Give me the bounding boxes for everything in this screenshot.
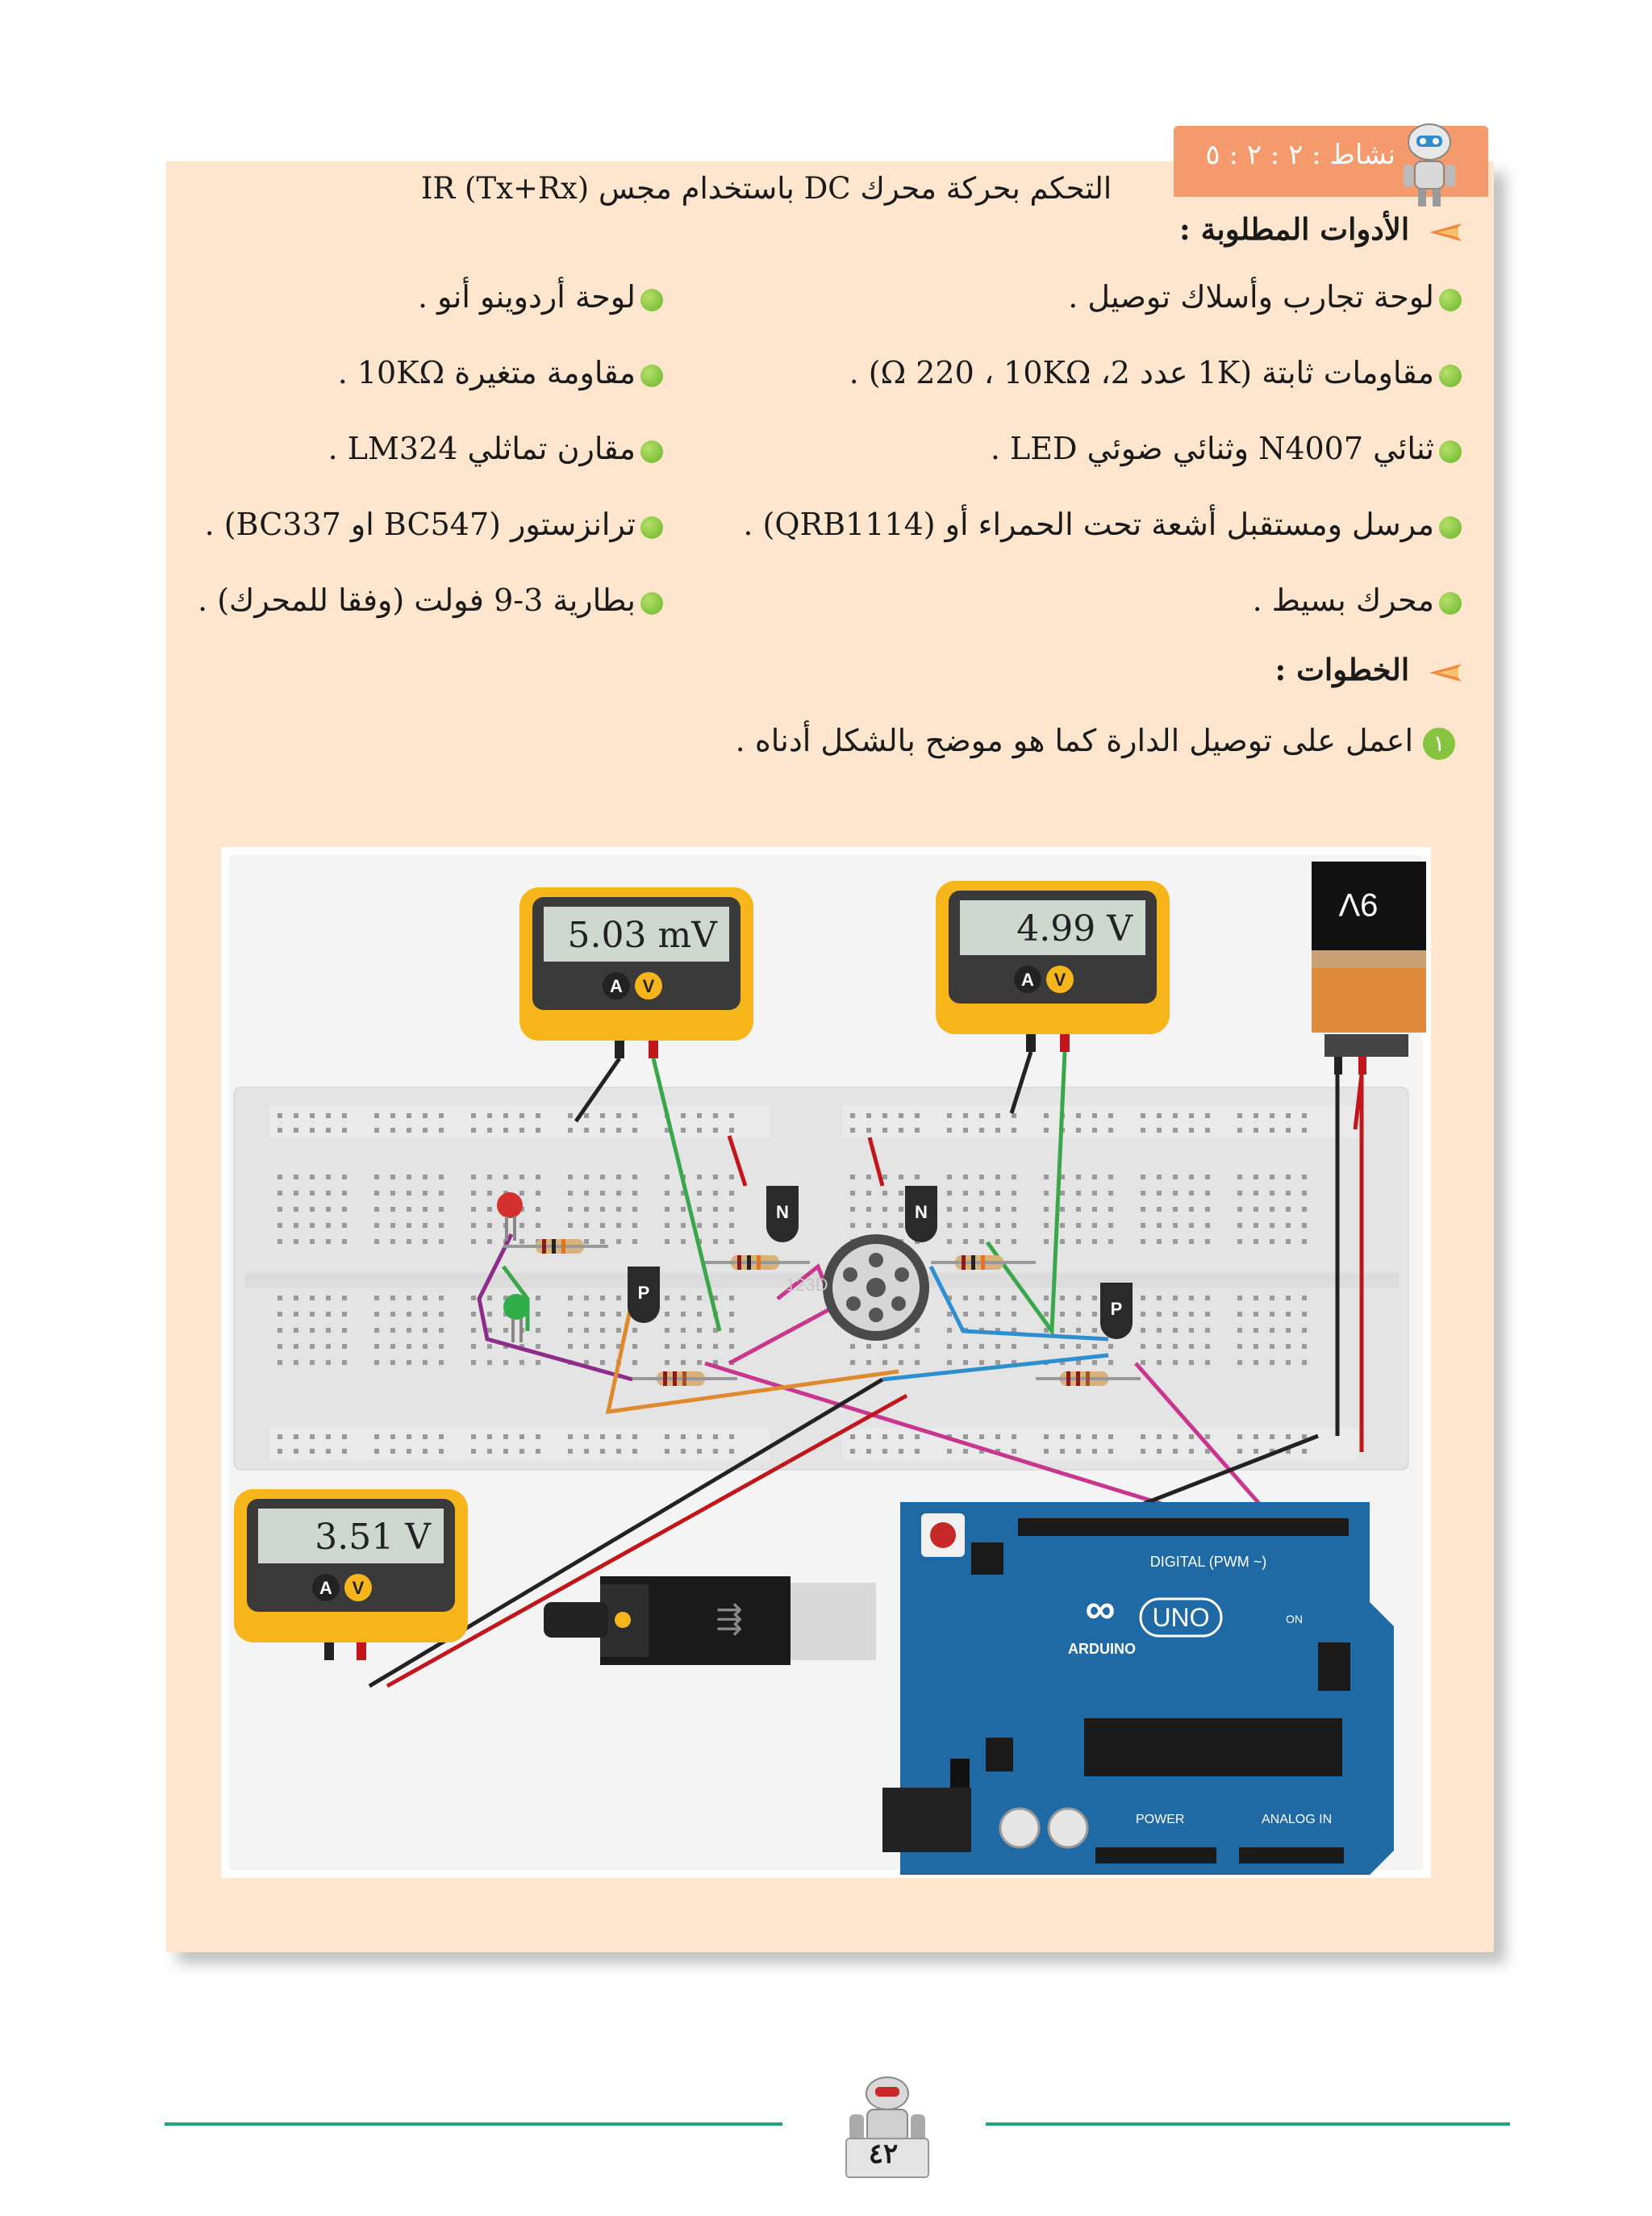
step-number: ١ (1423, 727, 1455, 760)
svg-text:ON: ON (1286, 1613, 1303, 1625)
bullet-icon (640, 288, 663, 311)
svg-text:P: P (1111, 1299, 1123, 1319)
robot-icon (845, 2076, 929, 2178)
multimeter-bottom-left: 3.51 V A V (234, 1489, 468, 1660)
arrow-icon (1429, 223, 1462, 241)
tool-item: مقارن تماثلي LM324 . (328, 431, 663, 476)
bullet-icon (640, 440, 663, 463)
dc-motor: 123D (786, 1234, 929, 1341)
tool-item: مقاومة متغيرة 10KΩ . (338, 355, 663, 400)
tools-heading-text: الأدوات المطلوبة : (1179, 211, 1410, 247)
bullet-icon (1439, 440, 1462, 463)
tool-item: مرسل ومستقبل أشعة تحت الحمراء أو (QRB111… (743, 507, 1462, 552)
svg-text:V: V (1054, 970, 1066, 990)
digital-pins-label: DIGITAL (PWM ~) (1150, 1554, 1267, 1570)
transistor-p: P (628, 1267, 660, 1323)
battery-9v: 9V (1312, 862, 1426, 1075)
motor-label: 123D (786, 1275, 828, 1295)
steps-heading-text: الخطوات : (1274, 652, 1410, 687)
svg-text:P: P (638, 1283, 650, 1303)
transistor-n: N (905, 1186, 937, 1242)
page-number: ٤٢ (868, 2138, 899, 2170)
svg-text:A: A (610, 976, 623, 996)
bullet-icon (1439, 364, 1462, 387)
tool-item: لوحة أردوينو أنو . (418, 279, 663, 324)
analog-label: ANALOG IN (1262, 1813, 1332, 1826)
tool-item: ترانزستور (BC547 او BC337) . (205, 507, 663, 552)
bullet-icon (1439, 591, 1462, 615)
battery-label: 9V (1338, 887, 1378, 922)
svg-text:N: N (776, 1202, 789, 1222)
circuit-diagram: 5.03 mV A V 4.99 V A V 9V (221, 847, 1431, 1878)
arrow-icon (1429, 663, 1462, 682)
robot-icon (1404, 123, 1455, 207)
circuit-figure: 5.03 mV A V 4.99 V A V 9V (221, 847, 1431, 1878)
tool-item: لوحة تجارب وأسلاك توصيل . (1068, 279, 1462, 324)
tools-heading: الأدوات المطلوبة : (1179, 211, 1462, 257)
step-item: ١ اعمل على توصيل الدارة كما هو موضح بالشك… (736, 723, 1455, 768)
tool-item: ثنائي N4007 وثنائي ضوئي LED . (991, 431, 1462, 476)
transistor-n: N (766, 1186, 799, 1242)
svg-text:V: V (643, 976, 655, 996)
bullet-icon (640, 515, 663, 539)
footer-line-left (165, 2122, 782, 2126)
bullet-icon (1439, 515, 1462, 539)
activity-badge-label: نشاط : ٢ : ٢ : ٥ (1205, 139, 1395, 171)
svg-text:⇶: ⇶ (715, 1600, 743, 1638)
svg-text:N: N (915, 1202, 928, 1222)
activity-title: التحكم بحركة محرك DC باستخدام مجس IR (Tx… (420, 171, 1112, 206)
multimeter-top-right: 4.99 V A V (936, 881, 1170, 1052)
led-green (503, 1294, 529, 1320)
svg-text:A: A (1021, 970, 1034, 990)
bullet-icon (640, 364, 663, 387)
multimeter-top-left: 5.03 mV A V (519, 887, 753, 1058)
steps-heading: الخطوات : (1275, 652, 1462, 697)
meter-reading: 3.51 V (315, 1517, 432, 1558)
arduino-logo: ARDUINO (1068, 1641, 1136, 1657)
bullet-icon (1439, 288, 1462, 311)
arduino-uno: DIGITAL (PWM ~) ∞ ARDUINO UNO ON POWER A… (882, 1502, 1394, 1875)
svg-text:V: V (353, 1578, 365, 1598)
led-red (497, 1192, 523, 1218)
meter-reading: 4.99 V (1016, 908, 1133, 949)
resistors (503, 1239, 1141, 1386)
arduino-model: UNO (1152, 1603, 1209, 1632)
tool-item: بطارية 3-9 فولت (وفقا للمحرك) . (198, 582, 663, 628)
svg-text:A: A (319, 1578, 332, 1598)
usb-cable: ⇶ (544, 1576, 876, 1665)
meter-reading: 5.03 mV (568, 915, 719, 956)
bullet-icon (640, 591, 663, 615)
transistor-p: P (1100, 1283, 1133, 1339)
power-label: POWER (1136, 1813, 1184, 1826)
arduino-infinity-icon: ∞ (1085, 1586, 1115, 1633)
step-text: اعمل على توصيل الدارة كما هو موضح بالشكل… (735, 723, 1413, 758)
tool-item: محرك بسيط . (1253, 582, 1462, 628)
footer-line-right (986, 2122, 1510, 2126)
tool-item: مقاومات ثابتة (1K عدد 2، Ω 220 ، 10KΩ) . (849, 355, 1462, 400)
